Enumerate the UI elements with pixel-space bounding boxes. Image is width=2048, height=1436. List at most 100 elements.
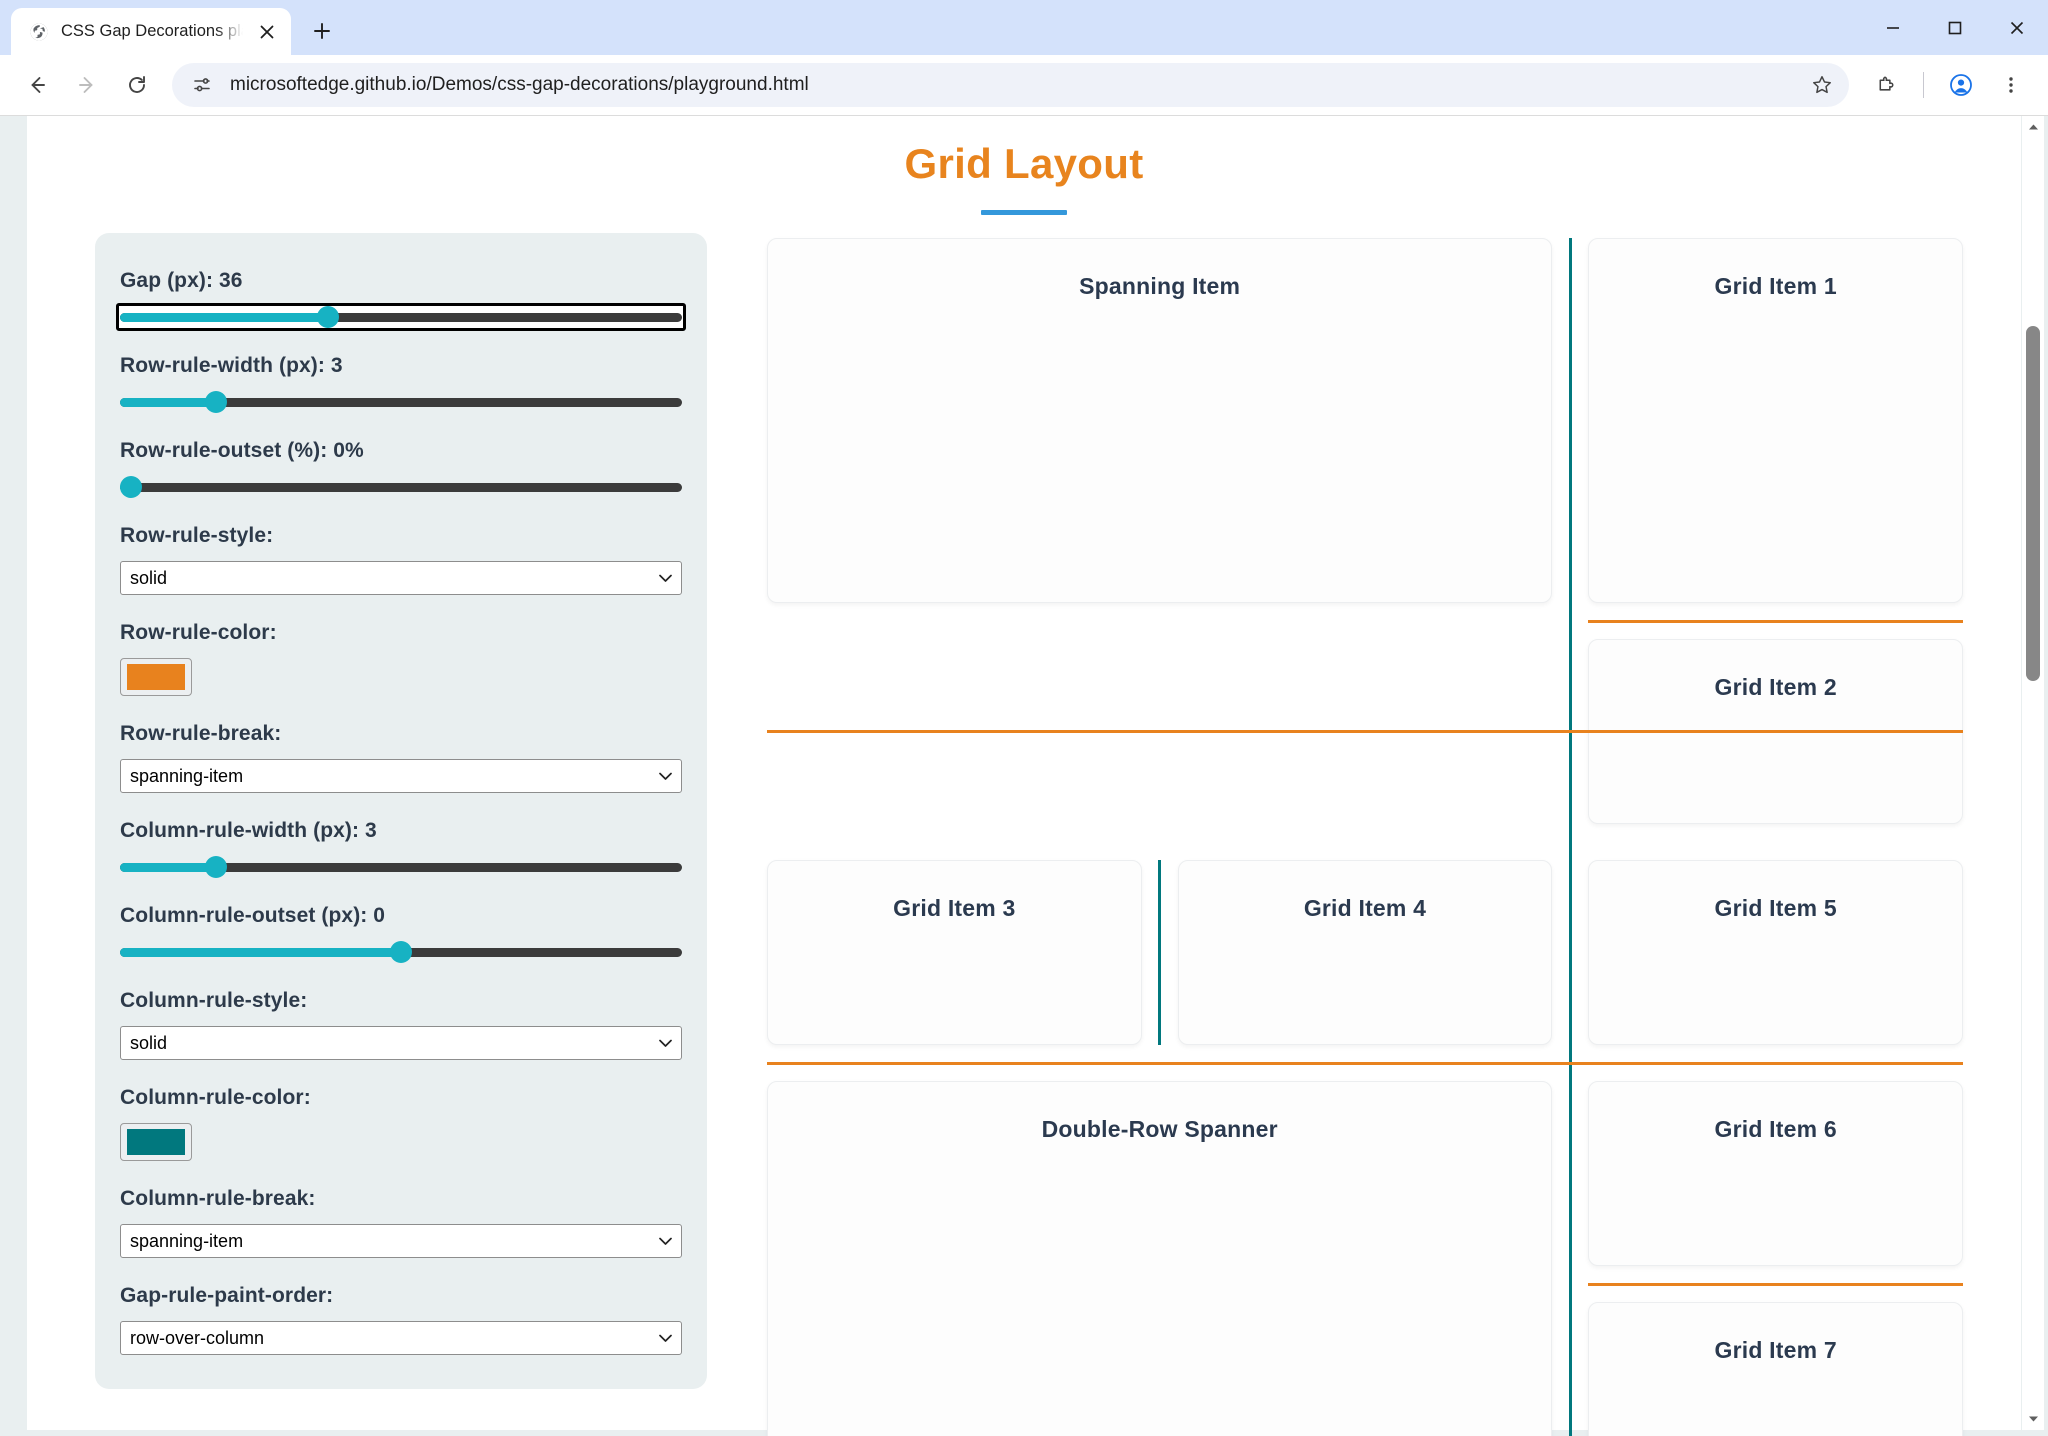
row-rule-style-select[interactable]: solid xyxy=(120,561,682,595)
row-rule-color-picker[interactable] xyxy=(120,658,192,696)
row-rule-right-col-1 xyxy=(1588,619,1963,623)
control-label: Gap (px): 36 xyxy=(120,269,243,292)
grid-demo-wrapper: Spanning Item Grid Item 1 Grid Item 2 Gr… xyxy=(767,233,1963,1436)
control-label: Column-rule-style: xyxy=(120,989,308,1012)
column-rule-break-select[interactable]: spanning-item xyxy=(120,1224,682,1258)
three-dot-menu-icon[interactable] xyxy=(1988,62,2034,108)
grid-cell-double-row-spanner: Double-Row Spanner xyxy=(767,1081,1553,1436)
slider-track xyxy=(120,856,682,878)
star-icon[interactable] xyxy=(1805,68,1839,102)
gap-rule-paint-order-select[interactable]: row-over-column xyxy=(120,1321,682,1355)
grid-cell-label: Grid Item 1 xyxy=(1714,273,1837,299)
grid-cell-label: Grid Item 3 xyxy=(893,895,1016,921)
slider-thumb[interactable] xyxy=(390,941,412,963)
row-rule-full-1 xyxy=(767,730,1963,733)
grid-cell-label: Grid Item 2 xyxy=(1714,674,1837,700)
control-label: Column-rule-outset (px): 0 xyxy=(120,904,386,927)
scroll-up-icon[interactable] xyxy=(2022,116,2044,138)
close-icon[interactable] xyxy=(255,20,279,44)
control-column-rule-width: Column-rule-width (px): 3 xyxy=(120,819,682,878)
new-tab-button[interactable] xyxy=(303,12,341,50)
address-bar[interactable]: microsoftedge.github.io/Demos/css-gap-de… xyxy=(172,63,1849,107)
row-rule-break-select[interactable]: spanning-item xyxy=(120,759,682,793)
control-gap-rule-paint-order: Gap-rule-paint-order: row-over-column xyxy=(120,1284,682,1355)
forward-arrow-icon[interactable] xyxy=(64,62,110,108)
back-arrow-icon[interactable] xyxy=(14,62,60,108)
page-content: Grid Layout Gap (px): 36 xyxy=(27,116,2021,1436)
gap-slider[interactable] xyxy=(116,303,686,331)
url-text: microsoftedge.github.io/Demos/css-gap-de… xyxy=(230,74,809,95)
slider-thumb[interactable] xyxy=(316,306,339,328)
control-column-rule-style: Column-rule-style: solid xyxy=(120,989,682,1060)
control-row-rule-break: Row-rule-break: spanning-item xyxy=(120,722,682,793)
select-value: solid xyxy=(130,567,168,588)
color-swatch xyxy=(127,1129,185,1155)
profile-avatar-icon[interactable] xyxy=(1938,62,1984,108)
grid-cell-label: Grid Item 7 xyxy=(1714,1337,1837,1363)
grid-cell-label: Grid Item 5 xyxy=(1714,895,1837,921)
column-rule-style-select[interactable]: solid xyxy=(120,1026,682,1060)
site-settings-icon[interactable] xyxy=(188,71,216,99)
toolbar-divider xyxy=(1923,72,1924,98)
column-rule-span-full xyxy=(1568,238,1572,1436)
select-value: spanning-item xyxy=(130,1230,244,1251)
minimize-icon[interactable] xyxy=(1862,0,1924,55)
select-value: solid xyxy=(130,1032,168,1053)
grid-cell-spanning-item: Spanning Item xyxy=(767,238,1553,603)
slider-track xyxy=(120,941,682,963)
control-label: Row-rule-width (px): 3 xyxy=(120,354,343,377)
title-underline xyxy=(981,210,1067,215)
toolbar-right-actions xyxy=(1863,62,2034,108)
chevron-down-icon xyxy=(657,1334,673,1343)
controls-panel: Gap (px): 36 Row-rule-width (px): 3 xyxy=(95,233,707,1389)
grid-cell-3: Grid Item 3 xyxy=(767,860,1142,1045)
slider-thumb[interactable] xyxy=(204,856,227,878)
chevron-down-icon xyxy=(657,574,673,583)
grid-cell-6: Grid Item 6 xyxy=(1588,1081,1963,1266)
chevron-down-icon xyxy=(657,772,673,781)
page-title: Grid Layout xyxy=(904,140,1144,187)
slider-fill xyxy=(120,397,216,407)
page-layout: Gap (px): 36 Row-rule-width (px): 3 xyxy=(27,215,2021,1436)
window-controls xyxy=(1862,0,2048,55)
grid-cell-1: Grid Item 1 xyxy=(1588,238,1963,603)
tab-strip: CSS Gap Decorations playground xyxy=(0,0,2048,55)
slider-fill xyxy=(120,862,216,872)
reload-icon[interactable] xyxy=(114,62,160,108)
slider-fill xyxy=(120,312,328,322)
control-label: Row-rule-break: xyxy=(120,722,282,745)
grid-cell-label: Grid Item 4 xyxy=(1303,895,1427,921)
control-column-rule-outset: Column-rule-outset (px): 0 xyxy=(120,904,682,963)
row-rule-outset-slider[interactable] xyxy=(120,476,682,498)
scrollbar-thumb[interactable] xyxy=(2026,326,2040,681)
column-rule-color-picker[interactable] xyxy=(120,1123,192,1161)
page-viewport: Grid Layout Gap (px): 36 xyxy=(0,115,2048,1436)
control-label: Row-rule-outset (%): 0% xyxy=(120,439,364,462)
browser-toolbar: microsoftedge.github.io/Demos/css-gap-de… xyxy=(0,55,2048,115)
scrollbar-track[interactable] xyxy=(2022,138,2044,1408)
row-rule-right-col-2 xyxy=(1588,1282,1963,1286)
close-icon[interactable] xyxy=(1986,0,2048,55)
grid-cell-label: Double-Row Spanner xyxy=(1041,1116,1278,1142)
browser-tab[interactable]: CSS Gap Decorations playground xyxy=(11,8,291,55)
page-scrollbar[interactable] xyxy=(2022,116,2044,1430)
control-row-rule-style: Row-rule-style: solid xyxy=(120,524,682,595)
column-rule-width-slider[interactable] xyxy=(120,856,682,878)
extensions-puzzle-icon[interactable] xyxy=(1863,62,1909,108)
control-label: Column-rule-color: xyxy=(120,1086,311,1109)
slider-thumb[interactable] xyxy=(120,476,143,498)
slider-thumb[interactable] xyxy=(204,391,227,413)
column-rule-row-3 xyxy=(1158,860,1162,1045)
row-rule-width-slider[interactable] xyxy=(120,391,682,413)
chevron-down-icon xyxy=(657,1237,673,1246)
grid-cell-7: Grid Item 7 xyxy=(1588,1302,1963,1436)
maximize-icon[interactable] xyxy=(1924,0,1986,55)
control-label: Gap-rule-paint-order: xyxy=(120,1284,334,1307)
slider-fill xyxy=(120,947,401,957)
control-column-rule-color: Column-rule-color: xyxy=(120,1086,682,1161)
column-rule-outset-slider[interactable] xyxy=(120,941,682,963)
demo-grid: Spanning Item Grid Item 1 Grid Item 2 Gr… xyxy=(767,238,1963,1436)
scroll-down-icon[interactable] xyxy=(2022,1408,2044,1430)
slider-track xyxy=(120,476,682,498)
web-page: Grid Layout Gap (px): 36 xyxy=(27,116,2021,1436)
